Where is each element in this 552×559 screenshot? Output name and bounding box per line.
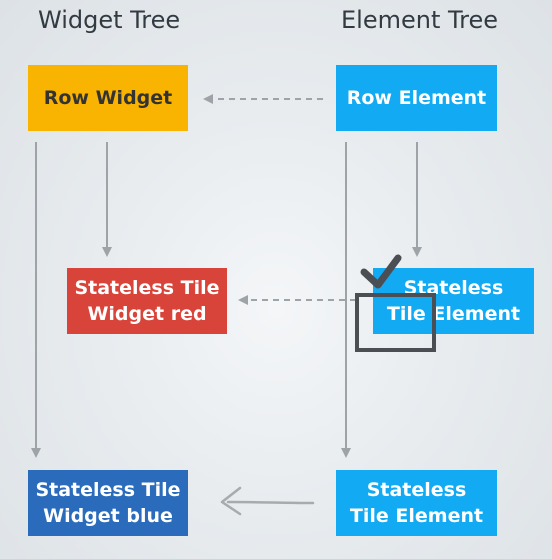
widget-tree-heading: Widget Tree: [38, 6, 181, 34]
row-widget-node: Row Widget: [28, 65, 188, 131]
stateless-tile-element-top-node: Stateless Tile Element: [373, 268, 534, 334]
stateless-tile-element-bottom-node: Stateless Tile Element: [336, 470, 497, 536]
row-element-node: Row Element: [336, 65, 497, 131]
element-tree-heading: Element Tree: [341, 6, 498, 34]
hand-drawn-arrow: [220, 486, 315, 516]
stateless-tile-widget-blue-node: Stateless Tile Widget blue: [28, 470, 188, 536]
stateless-tile-widget-red-node: Stateless Tile Widget red: [67, 268, 227, 334]
